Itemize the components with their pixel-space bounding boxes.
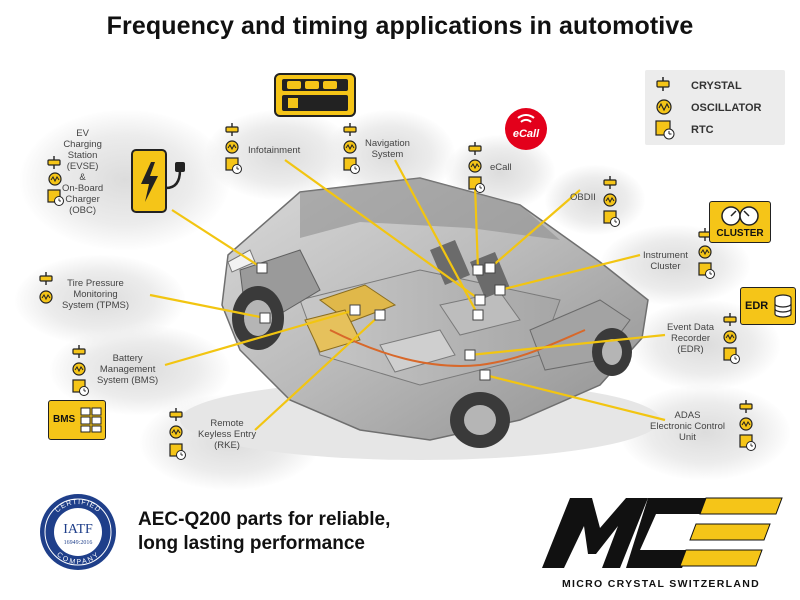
label-ev-charging: EV Charging Station (EVSE) & On-Board Ch… [62,128,104,216]
label-tpms: Tire Pressure Monitoring System (TPMS) [62,278,130,311]
ev-charger-icon [131,149,185,213]
crystal-icon [656,77,670,91]
cluster-badge: CLUSTER [709,201,771,243]
bms-badge-label: BMS [53,414,76,425]
seal-main-text: IATF [63,522,93,537]
line-rke [254,314,381,431]
label-ecall: eCall [490,162,512,173]
tagline-line-1: AEC-Q200 parts for reliable, [138,509,391,530]
legend-rtc-label: RTC [691,124,714,136]
legend-rtc: RTC [655,120,785,142]
company-name: MICRO CRYSTAL SWITZERLAND [562,578,760,590]
bubble-obdii [545,165,645,235]
rtc-icon [655,120,675,140]
gauge-icon [721,206,759,226]
bms-badge: BMS [48,400,106,440]
line-tpms [149,293,266,320]
page-title: Frequency and timing applications in aut… [106,12,694,40]
label-navigation: Navigation System [365,138,410,160]
tagline-line-2: long lasting performance [138,533,365,554]
line-navigation [394,159,479,316]
bubble-adas [620,385,790,480]
cluster-badge-label: CLUSTER [716,228,764,239]
seal-code-text: 16949:2016 [64,540,93,546]
line-cluster [499,253,641,292]
infotainment-display-icon [274,73,356,117]
line-ecall [473,184,480,271]
label-infotainment: Infotainment [248,145,301,156]
line-ev-charging [171,209,263,269]
label-edr: Event Data Recorder (EDR) [667,322,714,355]
micro-crystal-logo [542,497,783,568]
line-obdii [489,189,581,269]
label-rke: Remote Keyless Entry (RKE) [198,418,257,451]
aec-q200-tagline: AEC-Q200 parts for reliable, long lastin… [138,508,390,556]
edr-badge-label: EDR [745,300,769,312]
legend-crystal-label: CRYSTAL [691,80,742,92]
label-instrument-cluster: Instrument Cluster [643,250,688,272]
legend-oscillator: OSCILLATOR [655,98,785,120]
database-icon [774,294,792,318]
ecall-badge-icon: eCall [505,108,547,150]
oscillator-icon [656,99,672,115]
legend-oscillator-label: OSCILLATOR [691,102,762,114]
iatf-certified-seal: CERTIFIED COMPANY IATF 16949:2016 [40,494,116,570]
component-legend: CRYSTAL OSCILLATOR RTC [645,70,785,145]
line-adas [484,373,666,422]
line-bms [164,308,356,367]
battery-grid-icon [80,407,102,433]
line-infotainment [284,159,481,301]
label-adas: ADAS Electronic Control Unit [650,410,725,443]
label-obdii: OBDII [570,192,596,203]
line-edr [469,333,666,357]
edr-badge: EDR [740,287,796,325]
ecall-badge-text: eCall [513,128,540,140]
legend-crystal: CRYSTAL [655,76,785,98]
label-bms: Battery Management System (BMS) [97,353,159,386]
